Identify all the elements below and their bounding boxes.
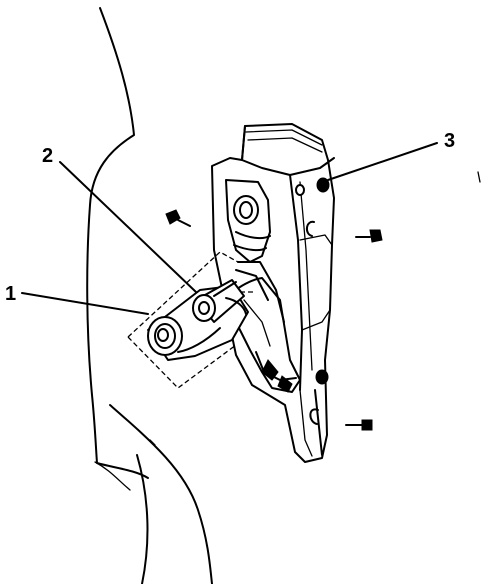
leader-line-3: [327, 142, 438, 181]
bolt-icon: [165, 209, 191, 227]
vehicle-body-outline: [86, 7, 213, 584]
body-side-hinge: [127, 179, 301, 393]
callout-2: 2: [42, 145, 53, 167]
callout-1: 1: [5, 283, 16, 305]
leader-line-2: [59, 161, 197, 293]
callout-3: 3: [444, 130, 455, 152]
leader-line-1: [21, 292, 149, 315]
stray-mark: [477, 171, 481, 183]
bolt-icon: [345, 419, 373, 431]
bolt-icon: [355, 229, 383, 243]
